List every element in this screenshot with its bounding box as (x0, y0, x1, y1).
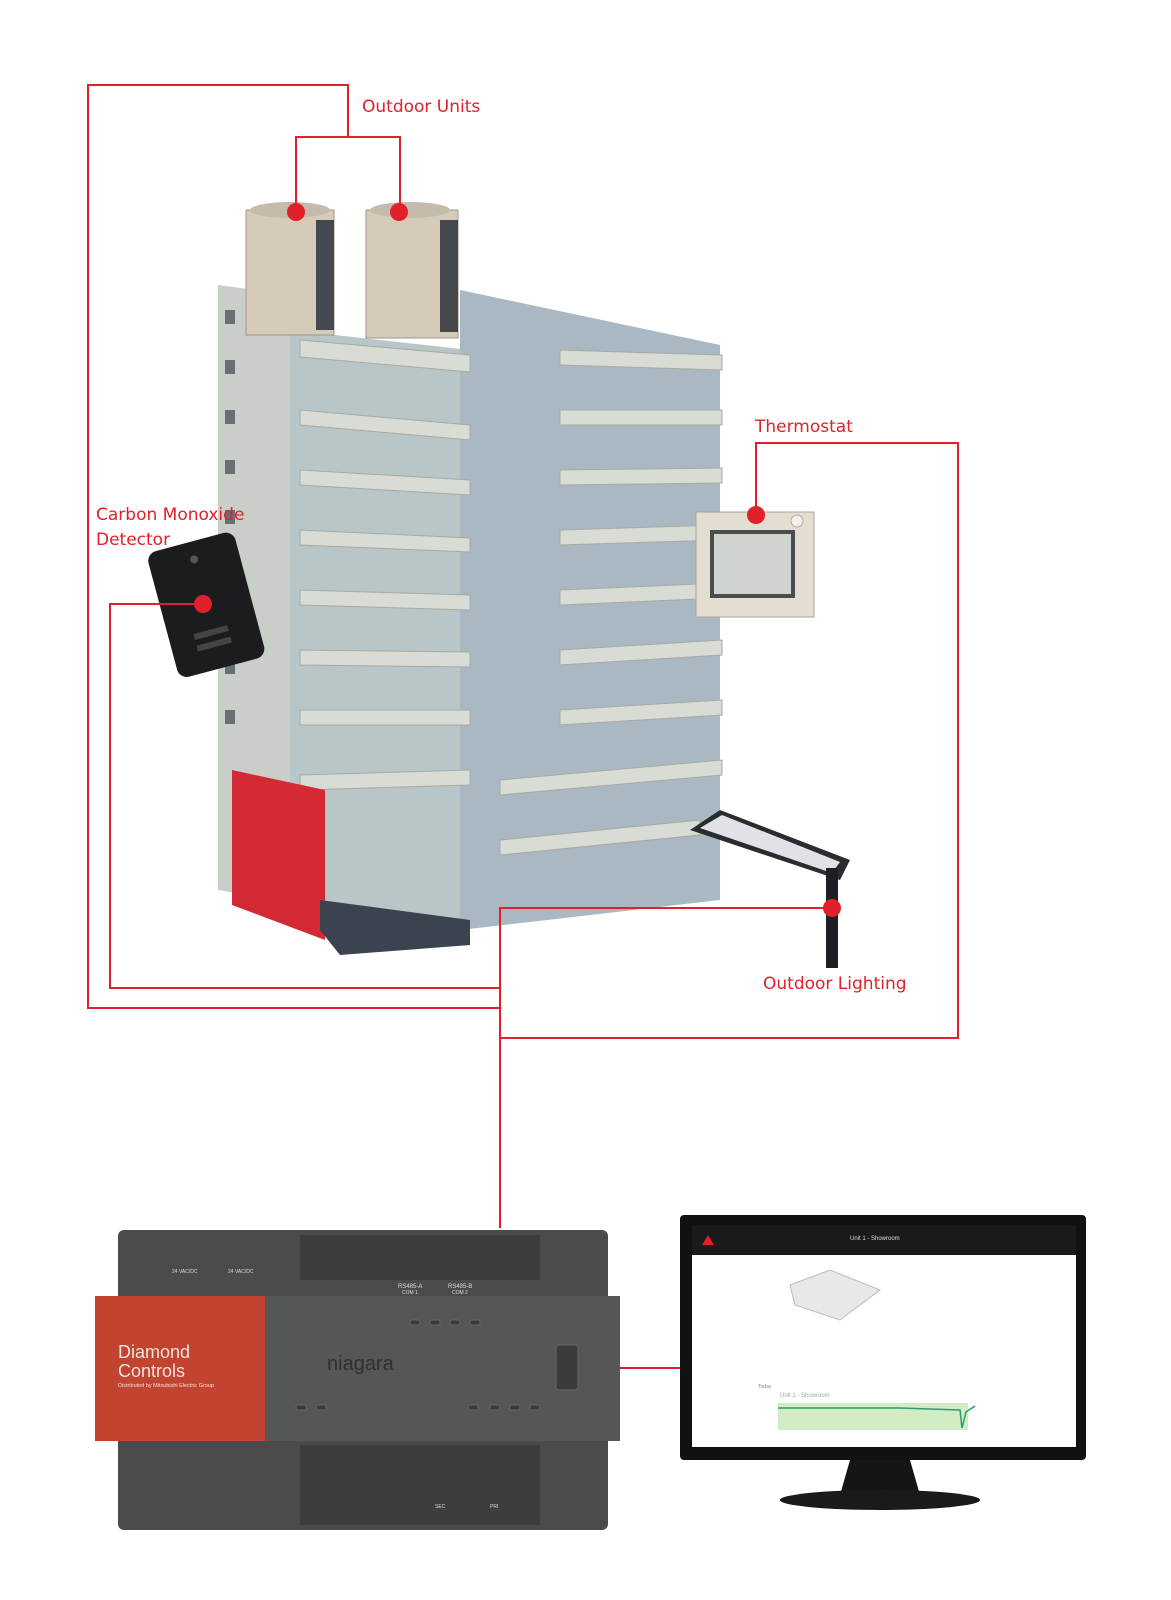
storefront-awning (232, 770, 325, 940)
thermostat-device (695, 511, 815, 618)
chart-title: Unit 1 - Showroom (780, 1393, 830, 1399)
eth-sec-label: SEC (435, 1504, 446, 1510)
brand-line1: Diamond (118, 1342, 190, 1362)
port-b-sub: COM 2 (452, 1290, 468, 1296)
screen-header (692, 1225, 1076, 1255)
outdoor-unit-2 (365, 202, 459, 339)
brand-line2: Controls (118, 1361, 185, 1381)
monitor: Unit 1 - Showroom Today Unit 1 - Showroo… (680, 1215, 1086, 1510)
cassette-unit-image (789, 1269, 882, 1321)
brand-panel (95, 1296, 265, 1441)
port-b-label: RS485-B (448, 1284, 472, 1290)
thermostat-node (747, 506, 765, 524)
port-a-sub: COM 1 (402, 1290, 418, 1296)
port-a-label: RS485-A (398, 1284, 422, 1290)
building-illustration (218, 285, 723, 955)
outdoor-lighting-node (823, 899, 841, 917)
outdoor-unit-2-node (390, 203, 408, 221)
trend-chart (778, 1403, 968, 1430)
street-light (690, 810, 850, 968)
co-detector-node (194, 595, 212, 613)
screen-title: Unit 1 - Showroom (850, 1236, 900, 1242)
label-co-detector-line2: Detector (96, 530, 170, 550)
power-label-1: 24 VAC/DC (172, 1269, 198, 1275)
connection-lines (87, 84, 959, 1369)
label-co-detector-line1: Carbon Monoxide (96, 505, 244, 525)
label-thermostat: Thermostat (754, 417, 853, 437)
product-logo: niagara (327, 1353, 395, 1375)
outdoor-unit-1 (245, 202, 335, 336)
mitsubishi-logo (702, 1235, 714, 1245)
brand-sub: Distributed by Mitsubishi Electric Group (118, 1383, 214, 1389)
outdoor-unit-1-node (287, 203, 305, 221)
label-outdoor-units: Outdoor Units (362, 97, 480, 117)
power-label-2: 24 VAC/DC (228, 1269, 254, 1275)
niagara-controller: Diamond Controls Distributed by Mitsubis… (95, 1230, 620, 1530)
range-selector[interactable]: Today (758, 1384, 772, 1390)
monitor-stand (840, 1460, 920, 1495)
label-outdoor-lighting: Outdoor Lighting (763, 974, 907, 994)
eth-pri-label: PRI (490, 1504, 498, 1510)
